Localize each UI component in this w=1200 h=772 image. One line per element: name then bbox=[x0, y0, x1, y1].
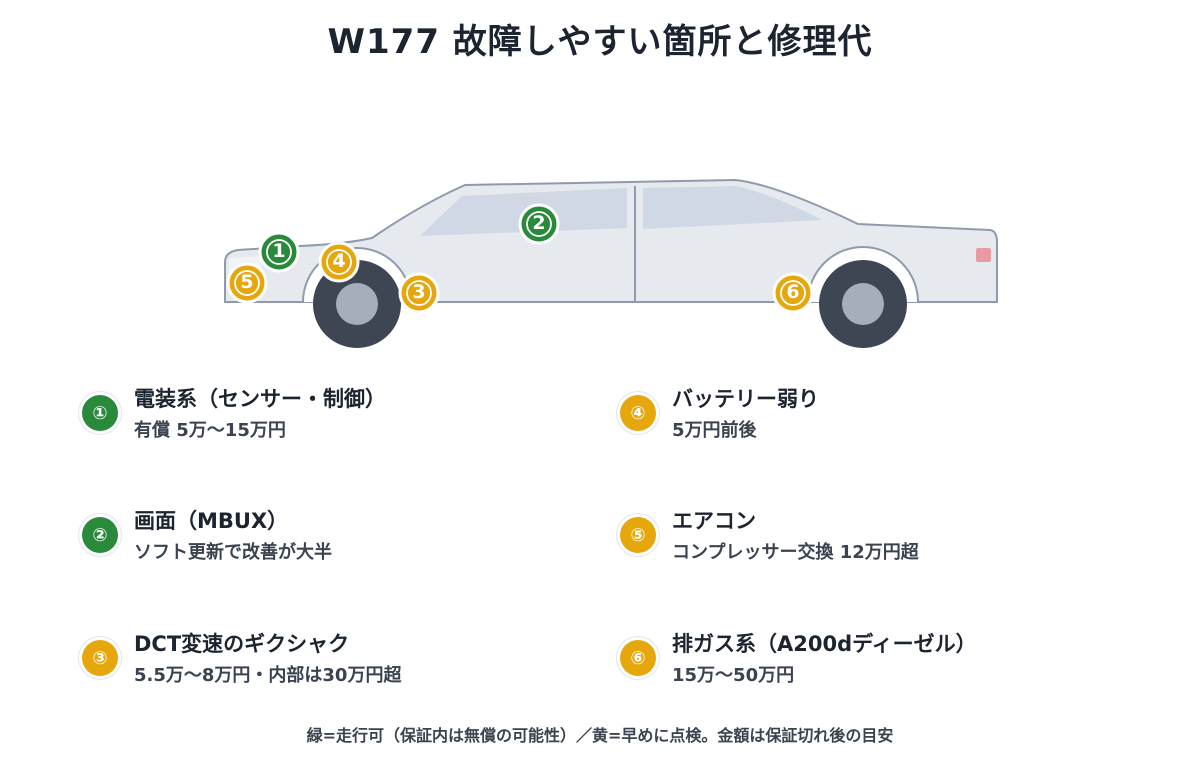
issue-detail: コンプレッサー交換 12万円超 bbox=[672, 542, 919, 563]
marker-number: 4 bbox=[332, 250, 345, 272]
front-rim bbox=[336, 283, 378, 325]
issue-number-badge: ② bbox=[82, 517, 118, 553]
marker-number: 6 bbox=[786, 281, 799, 303]
issue-number-badge: ⑤ bbox=[620, 517, 656, 553]
issue-number-badge: ③ bbox=[82, 640, 118, 676]
issue-item: ⑥ 排ガス系（A200dディーゼル） 15万〜50万円 bbox=[620, 628, 1080, 698]
issue-name: バッテリー弱り bbox=[672, 387, 819, 411]
issue-detail: 有償 5万〜15万円 bbox=[134, 420, 286, 441]
issue-name: 電装系（センサー・制御） bbox=[134, 387, 386, 411]
car-marker-1: 1 bbox=[258, 231, 300, 273]
marker-number: 3 bbox=[412, 281, 425, 303]
marker-circle bbox=[772, 272, 814, 314]
marker-ring bbox=[266, 239, 292, 265]
marker-ring bbox=[406, 280, 432, 306]
marker-circle bbox=[318, 241, 360, 283]
car-marker-2: 2 bbox=[518, 203, 560, 245]
marker-ring bbox=[780, 280, 806, 306]
issue-item: ② 画面（MBUX） ソフト更新で改善が大半 bbox=[82, 505, 542, 575]
rear-rim bbox=[842, 283, 884, 325]
marker-number: 1 bbox=[272, 240, 285, 262]
issue-detail: 5.5万〜8万円・内部は30万円超 bbox=[134, 665, 402, 686]
issue-detail: 5万円前後 bbox=[672, 420, 757, 441]
marker-circle bbox=[398, 272, 440, 314]
marker-ring bbox=[234, 270, 260, 296]
car-body bbox=[224, 178, 998, 303]
issue-item: ④ バッテリー弱り 5万円前後 bbox=[620, 383, 1080, 453]
issue-number-badge: ① bbox=[82, 395, 118, 431]
marker-circle bbox=[258, 231, 300, 273]
car-marker-6: 6 bbox=[772, 272, 814, 314]
car-marker-3: 3 bbox=[398, 272, 440, 314]
car-marker-4: 4 bbox=[318, 241, 360, 283]
issue-name: 排ガス系（A200dディーゼル） bbox=[672, 632, 977, 656]
marker-circle bbox=[226, 262, 268, 304]
issue-number-badge: ④ bbox=[620, 395, 656, 431]
issue-name: DCT変速のギクシャク bbox=[134, 632, 350, 656]
taillight bbox=[976, 248, 991, 262]
issue-item: ③ DCT変速のギクシャク 5.5万〜8万円・内部は30万円超 bbox=[82, 628, 542, 698]
marker-circle bbox=[518, 203, 560, 245]
marker-number: 5 bbox=[240, 271, 253, 293]
marker-ring bbox=[526, 211, 552, 237]
issue-name: エアコン bbox=[672, 509, 756, 533]
issue-detail: ソフト更新で改善が大半 bbox=[134, 542, 332, 563]
issue-name: 画面（MBUX） bbox=[134, 509, 289, 533]
issue-item: ① 電装系（センサー・制御） 有償 5万〜15万円 bbox=[82, 383, 542, 453]
car-marker-5: 5 bbox=[226, 262, 268, 304]
car-illustration: 1 2 3 4 5 6 bbox=[224, 178, 998, 348]
page-title: W177 故障しやすい箇所と修理代 bbox=[327, 22, 873, 62]
marker-number: 2 bbox=[532, 212, 545, 234]
issue-number-badge: ⑥ bbox=[620, 640, 656, 676]
issue-item: ⑤ エアコンコンプレッサー交換 12万円超 bbox=[620, 505, 1080, 575]
rear-window bbox=[643, 186, 822, 229]
legend-footnote: 緑=走行可（保証内は無償の可能性）／黄=早めに点検。金額は保証切れ後の目安 bbox=[306, 726, 894, 745]
marker-ring bbox=[326, 249, 352, 275]
issue-detail: 15万〜50万円 bbox=[672, 665, 795, 686]
